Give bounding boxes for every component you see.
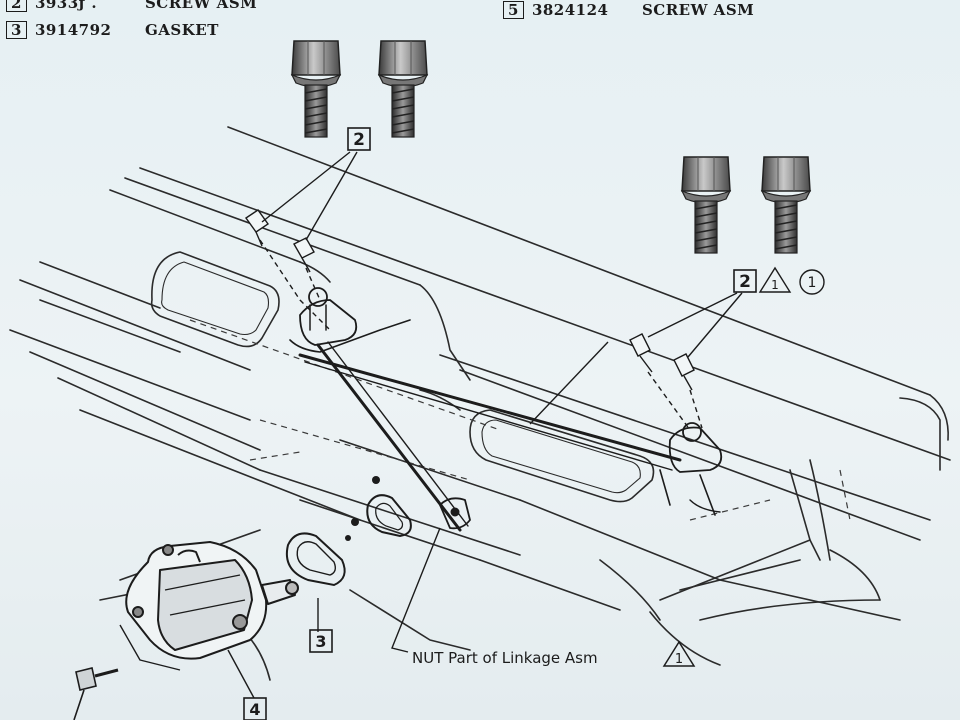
triangle-note-icon: 1 (758, 266, 792, 293)
legend-part-number: 3824124 (531, 1, 609, 19)
legend-number-box: 2 (6, 0, 27, 12)
callout-screw-right: 2 (733, 269, 757, 293)
screw-icon (291, 40, 341, 138)
callout-gasket: 3 (309, 629, 333, 653)
screw-icon (681, 156, 731, 254)
wiper-linkage (289, 287, 723, 532)
legend-number-box: 5 (503, 1, 524, 19)
screw-icon (761, 156, 811, 254)
svg-text:2: 2 (353, 130, 365, 150)
svg-text:NUT Part of Linkage Asm: NUT Part of Linkage Asm (412, 649, 598, 667)
motor-bolt-icon (73, 667, 119, 720)
callout-motor: 4 (243, 697, 267, 720)
svg-text:3: 3 (315, 632, 326, 651)
screw-icon (378, 40, 428, 138)
nut-triangle-icon: 1 (662, 640, 696, 667)
legend-row-screw: 2 3933ƒ . SCREW ASM (6, 0, 257, 12)
legend-row-screw-5: 5 3824124 SCREW ASM (503, 1, 754, 19)
circle-note-icon: 1 (799, 269, 825, 295)
callout-screw-left: 2 (347, 127, 371, 151)
fastener-dots (345, 476, 380, 541)
hidden-lines (189, 319, 851, 521)
svg-text:2: 2 (739, 272, 751, 292)
gasket-part (286, 494, 412, 587)
svg-text:4: 4 (249, 700, 260, 719)
svg-text:1: 1 (675, 652, 683, 667)
leader-lines (227, 151, 743, 699)
legend-part-number: 3914792 (34, 21, 112, 39)
legend-number-box: 3 (6, 21, 27, 39)
wiper-motor-part (119, 541, 299, 671)
installed-screws (245, 209, 703, 431)
nut-label: NUT Part of Linkage Asm (412, 649, 598, 667)
legend-description: SCREW ASM (144, 0, 258, 12)
legend-description: SCREW ASM (641, 1, 755, 19)
legend-part-number: 3933ƒ . (34, 0, 98, 12)
legend-row-gasket: 3 3914792 GASKET (6, 21, 219, 39)
svg-text:1: 1 (771, 278, 779, 292)
legend-description: GASKET (144, 21, 219, 39)
svg-text:1: 1 (808, 275, 817, 291)
cowl-panel-outline (9, 126, 951, 681)
